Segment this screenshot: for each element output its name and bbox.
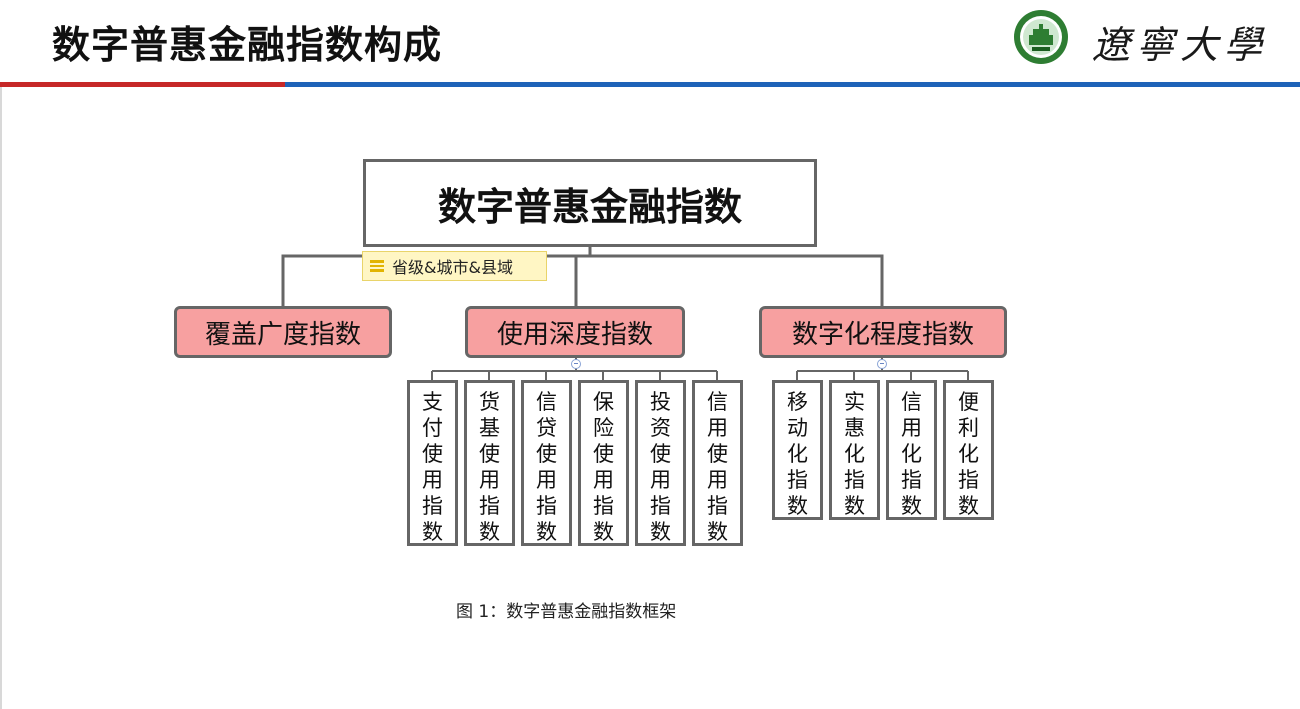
node-usage-depth: 使用深度指数 xyxy=(465,306,685,358)
leaf-node-label: 信用化指数 xyxy=(901,390,922,518)
university-logo xyxy=(1014,10,1068,64)
level-tag: 省级&城市&县域 xyxy=(362,251,547,281)
slide-left-border xyxy=(0,87,2,709)
root-node: 数字普惠金融指数 xyxy=(363,159,817,247)
leaf-node: 支付使用指数 xyxy=(407,380,458,546)
university-name: 遼寧大學 xyxy=(1092,23,1269,67)
leaf-node-label: 投资使用指数 xyxy=(650,390,671,544)
header-rule-blue xyxy=(275,82,1300,87)
node-digitization-degree: 数字化程度指数 xyxy=(759,306,1007,358)
leaf-node: 便利化指数 xyxy=(943,380,994,520)
leaf-node-label: 信贷使用指数 xyxy=(536,390,557,544)
node-coverage-breadth: 覆盖广度指数 xyxy=(174,306,392,358)
figure-caption: 图 1：数字普惠金融指数框架 xyxy=(456,602,677,622)
leaf-node-label: 移动化指数 xyxy=(787,390,808,518)
leaf-node: 实惠化指数 xyxy=(829,380,880,520)
leaf-node-label: 支付使用指数 xyxy=(422,390,443,544)
slide-title: 数字普惠金融指数构成 xyxy=(52,23,443,67)
leaf-node: 保险使用指数 xyxy=(578,380,629,546)
leaf-node: 货基使用指数 xyxy=(464,380,515,546)
leaf-node: 信用使用指数 xyxy=(692,380,743,546)
connector-depth-children xyxy=(431,371,718,380)
leaf-node-label: 保险使用指数 xyxy=(593,390,614,544)
leaf-node-label: 实惠化指数 xyxy=(844,390,865,518)
collapse-toggle-icon[interactable] xyxy=(571,359,581,369)
leaf-node-label: 信用使用指数 xyxy=(707,390,728,544)
list-icon xyxy=(370,260,384,272)
leaf-node: 移动化指数 xyxy=(772,380,823,520)
header-rule-red xyxy=(0,82,285,87)
leaf-node: 信用化指数 xyxy=(886,380,937,520)
collapse-toggle-icon[interactable] xyxy=(877,359,887,369)
leaf-node: 投资使用指数 xyxy=(635,380,686,546)
leaf-node-label: 便利化指数 xyxy=(958,390,979,518)
connector-digital-children xyxy=(796,371,969,380)
connector-root-to-digital xyxy=(590,254,884,306)
leaf-node: 信贷使用指数 xyxy=(521,380,572,546)
leaf-node-label: 货基使用指数 xyxy=(479,390,500,544)
level-tag-label: 省级&城市&县域 xyxy=(392,258,513,277)
